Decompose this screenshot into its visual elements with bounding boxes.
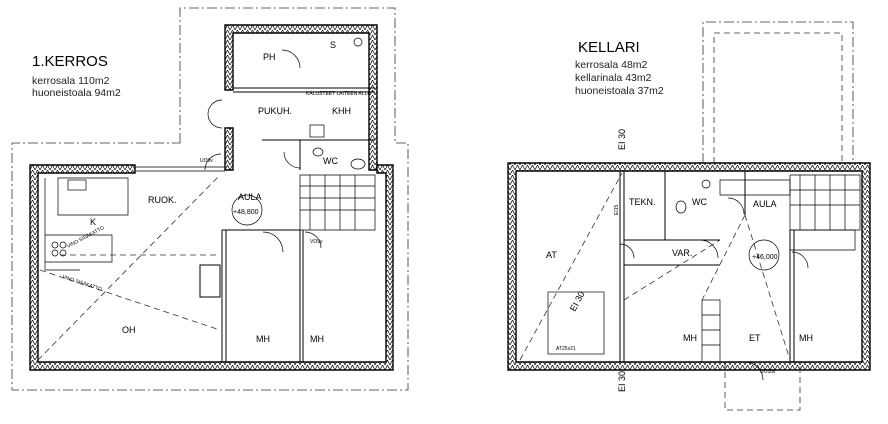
room-aula: AULA (238, 192, 262, 202)
basement-area: kellarinala 43m2 (575, 72, 652, 84)
room-ruok: RUOK. (148, 195, 177, 205)
room-wc: WC (323, 156, 338, 166)
door-label: UO9v (200, 158, 213, 164)
room-ph: PH (263, 52, 276, 62)
room-khh: KHH (332, 106, 351, 116)
at-size-label: AT25x21 (556, 346, 576, 352)
room-mh-1: MH (683, 333, 697, 343)
basement-title: KELLARI (578, 39, 640, 56)
upper-wing-wall (224, 24, 378, 171)
room-at: AT (546, 250, 557, 260)
basement-area: kerrosala 48m2 (575, 59, 648, 71)
room-pukuh: PUKUH. (258, 106, 292, 116)
fire-class-label: EI 30 (617, 371, 627, 392)
door-label: UO10v (760, 369, 776, 375)
fire-class-label: EI 30 (617, 129, 627, 150)
ei15-label: EI15 (614, 204, 620, 215)
upper-wing-wall-left (224, 127, 234, 171)
room-et: ET (749, 333, 761, 343)
room-s: S (330, 40, 336, 50)
main-exterior-wall (29, 164, 394, 371)
room-tekn: TEKN. (629, 197, 656, 207)
roof-outline (11, 7, 409, 391)
note-vino-2: VINO SISÄKATTO (61, 273, 102, 292)
room-mh-2: MH (799, 333, 813, 343)
first-floor-title: 1.KERROS (32, 53, 108, 70)
room-oh: OH (122, 325, 136, 335)
level-basement: +46,000 (752, 254, 778, 261)
room-wc: WC (692, 197, 707, 207)
room-var: VAR. (672, 248, 692, 258)
room-mh-1: MH (256, 334, 270, 344)
fire-class-label: EI 30 (568, 290, 587, 313)
first-floor-area: kerrosala 110m2 (32, 75, 110, 87)
door-label: VO9v (310, 239, 323, 245)
upper-outline (702, 21, 854, 163)
basement-area: huoneistoala 37m2 (575, 85, 664, 97)
room-aula: AULA (753, 199, 777, 209)
level-first-floor: +48,800 (233, 209, 259, 216)
room-mh-2: MH (310, 334, 324, 344)
basement-exterior-wall (507, 162, 871, 371)
note-vino-1: VINO SISÄKATTO (66, 224, 106, 250)
first-floor-plan: 1.KERROS kerrosala 110m2 huoneistoala 94… (11, 7, 409, 391)
note-kalusteet: KALUSTEET LAITEEN ALLE (306, 91, 371, 97)
basement-plan: KELLARI kerrosala 48m2 kellarinala 43m2 … (507, 21, 871, 411)
first-floor-area: huoneistoala 94m2 (32, 87, 121, 99)
room-k: K (90, 217, 96, 227)
